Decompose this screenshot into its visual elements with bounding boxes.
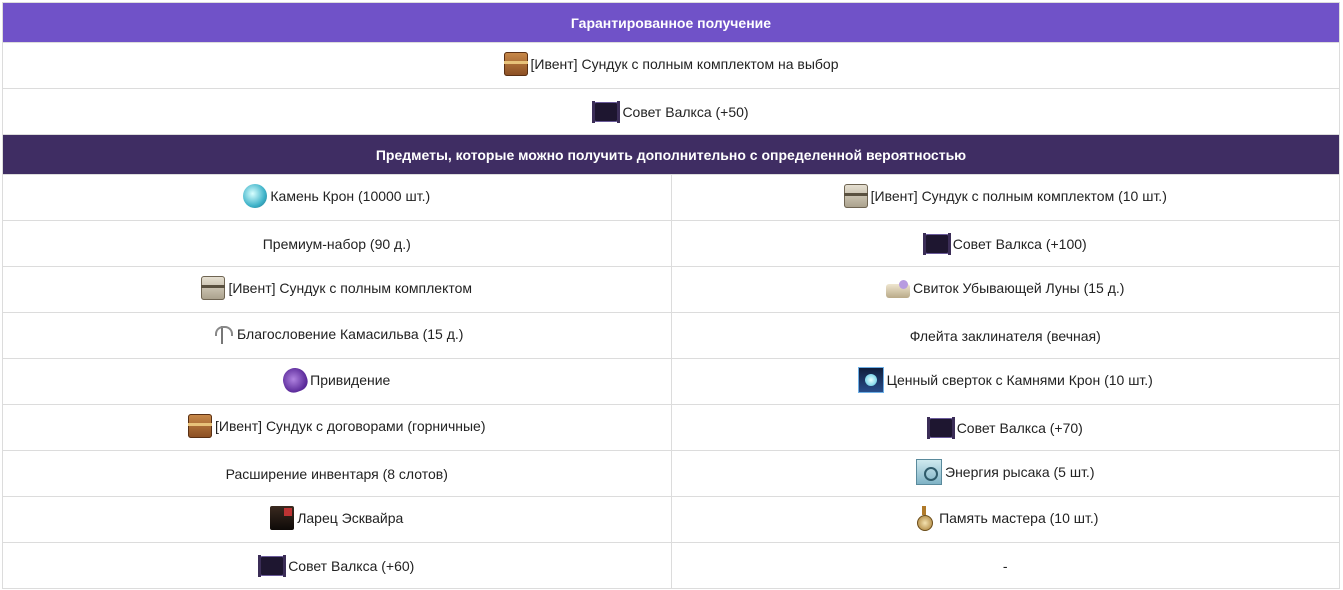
- table-cell: Ларец Эсквайра: [2, 496, 672, 543]
- item-label: Расширение инвентаря (8 слотов): [225, 465, 448, 482]
- table-cell: Камень Крон (10000 шт.): [2, 174, 672, 221]
- chest-icon: [503, 52, 528, 76]
- table-cell: Память мастера (10 шт.): [670, 496, 1340, 543]
- item-label: Флейта заклинателя (вечная): [909, 327, 1101, 344]
- item-label: Благословение Камасильва (15 д.): [237, 326, 464, 342]
- table-cell: [Ивент] Сундук с полным комплектом: [2, 266, 672, 313]
- branch-icon: [210, 322, 234, 346]
- guaranteed-row: Совет Валкса (+50): [2, 88, 1340, 135]
- item-label: Привидение: [310, 372, 391, 388]
- guaranteed-header: Гарантированное получение: [2, 2, 1340, 43]
- scroll-icon: [592, 100, 621, 123]
- table-cell: Премиум-набор (90 д.): [2, 220, 672, 267]
- item-label: [Ивент] Сундук с полным комплектом: [228, 280, 473, 296]
- extra-header: Предметы, которые можно получить дополни…: [2, 134, 1340, 175]
- table-cell: Привидение: [2, 358, 672, 405]
- table-cell: Благословение Камасильва (15 д.): [2, 312, 672, 359]
- item-label: [Ивент] Сундук с полным комплектом (10 ш…: [870, 188, 1167, 204]
- scroll-icon: [926, 416, 955, 439]
- item-label: Свиток Убывающей Луны (15 д.): [913, 280, 1125, 296]
- medal-icon: [912, 506, 936, 531]
- item-label: Премиум-набор (90 д.): [262, 235, 411, 252]
- dark-box-icon: [270, 506, 295, 530]
- white-chest-icon: [201, 276, 226, 300]
- table-cell: Совет Валкса (+100): [670, 220, 1340, 267]
- stone-icon: [243, 184, 268, 208]
- white-chest-icon: [843, 184, 868, 208]
- item-label: Ценный сверток с Камнями Крон (10 шт.): [886, 372, 1153, 388]
- table-cell: Энергия рысака (5 шт.): [670, 450, 1340, 497]
- table-cell: Свиток Убывающей Луны (15 д.): [670, 266, 1340, 313]
- item-label: [Ивент] Сундук с договорами (горничные): [215, 418, 486, 434]
- item-label: Совет Валкса (+50): [622, 103, 749, 120]
- item-label: Ларец Эсквайра: [297, 510, 404, 526]
- item-label: -: [1002, 557, 1008, 574]
- table-cell: -: [670, 542, 1340, 589]
- table-cell: Ценный сверток с Камнями Крон (10 шт.): [670, 358, 1340, 405]
- item-label: [Ивент] Сундук с полным комплектом на вы…: [530, 56, 839, 72]
- table-cell: Совет Валкса (+60): [2, 542, 672, 589]
- table-cell: [Ивент] Сундук с договорами (горничные): [2, 404, 672, 451]
- moon-scroll-icon: [886, 279, 911, 298]
- guaranteed-row: [Ивент] Сундук с полным комплектом на вы…: [2, 42, 1340, 89]
- item-label: Совет Валкса (+70): [956, 419, 1083, 436]
- item-label: Память мастера (10 шт.): [939, 510, 1099, 526]
- scroll-icon: [258, 554, 287, 577]
- table-cell: Флейта заклинателя (вечная): [670, 312, 1340, 359]
- energy-icon: [916, 459, 942, 485]
- table-cell: [Ивент] Сундук с полным комплектом (10 ш…: [670, 174, 1340, 221]
- item-label: Совет Валкса (+60): [288, 557, 415, 574]
- scroll-icon: [922, 232, 951, 255]
- item-label: Энергия рысака (5 шт.): [945, 464, 1095, 480]
- stone-bundle-icon: [857, 367, 884, 393]
- ghost-icon: [279, 364, 311, 396]
- table-cell: Совет Валкса (+70): [670, 404, 1340, 451]
- table-cell: Расширение инвентаря (8 слотов): [2, 450, 672, 497]
- item-label: Камень Крон (10000 шт.): [270, 188, 431, 204]
- chest-icon: [188, 414, 212, 438]
- item-label: Совет Валкса (+100): [952, 235, 1087, 252]
